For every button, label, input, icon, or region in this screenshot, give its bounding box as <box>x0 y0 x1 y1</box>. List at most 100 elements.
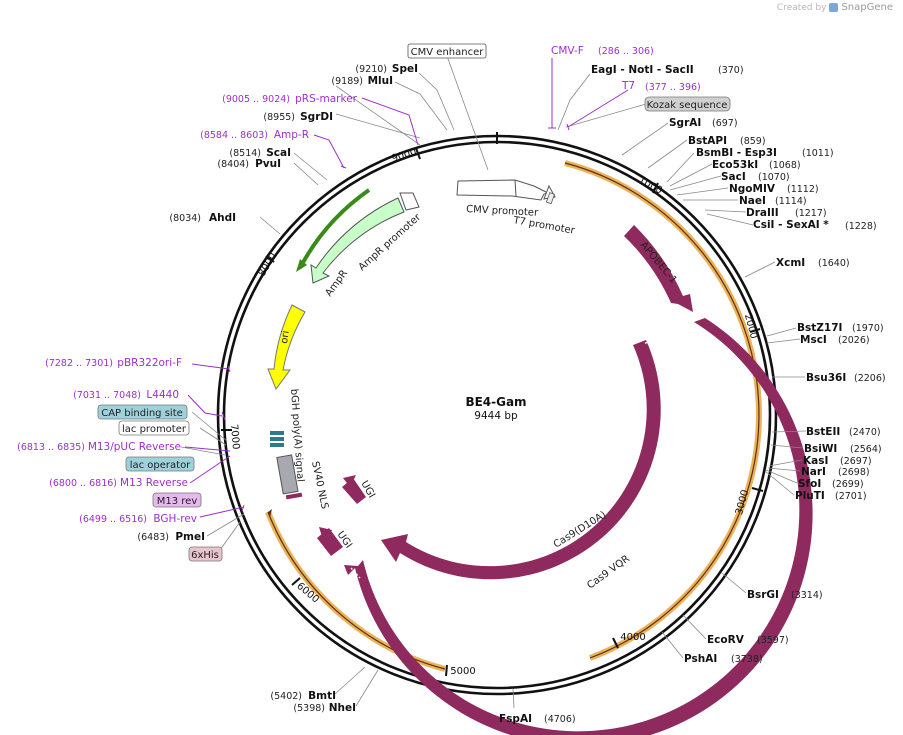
enzyme-position: (5398) <box>293 703 325 714</box>
primer-label: BGH-rev <box>153 513 197 525</box>
enzyme-label: BstEII <box>806 426 840 438</box>
enzyme-label: SpeI <box>392 63 418 75</box>
tick-label: 4000 <box>620 632 645 643</box>
enzyme-position: (1640) <box>818 258 850 269</box>
primer-position: (9005 .. 9024) <box>222 94 290 105</box>
enzyme-label: EcoRV <box>707 634 745 646</box>
enzyme-position: (1070) <box>758 172 790 183</box>
feature-label: AmpR <box>324 268 350 299</box>
enzyme-label: PluTI <box>795 490 825 502</box>
feature-label: APOBEC-1 <box>638 240 679 286</box>
credit-prefix: Created by <box>776 2 827 13</box>
enzyme-position: (2470) <box>849 427 881 438</box>
feature-ugi-inner <box>342 475 366 504</box>
plasmid-name: BE4-Gam <box>465 395 526 409</box>
feature-label: CMV promoter <box>466 204 539 219</box>
enzyme-label: ScaI <box>266 147 291 159</box>
enzyme-label: XcmI <box>776 257 805 269</box>
enzyme-label: NheI <box>329 702 356 714</box>
enzyme-position: (1114) <box>775 196 807 207</box>
enzyme-position: (2697) <box>840 456 872 467</box>
primer-position: (7282 .. 7301) <box>45 358 113 369</box>
enzyme-position: (1217) <box>795 208 827 219</box>
enzyme-position: (9210) <box>355 64 387 75</box>
enzyme-label: AhdI <box>209 212 236 224</box>
enzyme-position: (8955) <box>263 112 295 123</box>
primer-position: (377 .. 396) <box>645 82 701 93</box>
site-label: M13 rev <box>157 496 198 507</box>
primer-position: (7031 .. 7048) <box>73 390 141 401</box>
enzyme-position: (3597) <box>757 635 789 646</box>
tick-label: 5000 <box>450 666 475 677</box>
enzyme-label: PshAI <box>684 653 717 665</box>
feature-label: ori <box>279 330 292 344</box>
site-labels-right: CMV-F (286 .. 306) EagI - NotI - SacII (… <box>499 45 886 725</box>
primer-label: pRS-marker <box>295 93 358 105</box>
enzyme-label: Eco53kI <box>712 159 758 171</box>
enzyme-label: BstZ17I <box>797 322 842 334</box>
enzyme-label: NarI <box>801 466 826 478</box>
enzyme-position: (2701) <box>835 491 867 502</box>
enzyme-label: FspAI <box>499 713 532 725</box>
tick-label: 3000 <box>734 489 751 516</box>
feature-cas9-d10a <box>381 340 661 580</box>
tick-label: 8000 <box>257 251 279 279</box>
feature-cmv-promoter <box>456 179 556 205</box>
primer-label: Amp-R <box>274 129 309 141</box>
enzyme-position: (697) <box>712 118 738 129</box>
enzyme-position: (8404) <box>217 159 249 170</box>
enzyme-position: (3738) <box>731 654 763 665</box>
site-label: lac promoter <box>122 424 187 435</box>
feature-ampr <box>296 188 420 284</box>
enzyme-label: CsiI - SexAI * <box>753 219 829 231</box>
enzyme-label: SfoI <box>798 478 821 490</box>
tick-label: 9000 <box>390 146 418 164</box>
primer-position: (8584 .. 8603) <box>200 130 268 141</box>
feature-apobec-1 <box>624 225 693 312</box>
enzyme-label: SgrDI <box>300 111 333 123</box>
site-label: CAP binding site <box>101 408 183 419</box>
credit-brand: SnapGene <box>841 2 893 13</box>
enzyme-position: (6483) <box>137 532 169 543</box>
primer-label: M13/pUC Reverse <box>88 441 181 453</box>
enzyme-label: PmeI <box>175 531 205 543</box>
site-leader-lines <box>180 55 807 709</box>
enzyme-label: SacI <box>721 171 746 183</box>
enzyme-label: SgrAI <box>669 117 701 129</box>
plasmid-length: 9444 bp <box>474 410 518 422</box>
primer-position: (6800 .. 6816) <box>49 478 117 489</box>
feature-cas9-vqr <box>344 318 813 735</box>
enzyme-label: PvuI <box>255 158 281 170</box>
enzyme-position: (8034) <box>169 213 201 224</box>
enzyme-label: BsrGI <box>747 589 779 601</box>
enzyme-label: NaeI <box>739 195 766 207</box>
enzyme-label: EagI - NotI - SacII <box>591 64 694 76</box>
enzyme-position: (2026) <box>838 335 870 346</box>
site-label: 6xHis <box>191 550 219 561</box>
primer-leader-lines <box>184 58 629 518</box>
enzyme-label: MscI <box>800 334 827 346</box>
snapgene-credit: Created by SnapGene <box>777 2 893 13</box>
feature-ori <box>267 304 306 391</box>
enzyme-position: (8514) <box>229 148 261 159</box>
enzyme-label: BstAPI <box>688 135 727 147</box>
feature-label: Cas9 VQR <box>585 553 632 591</box>
site-labels-left: BmtI (5402) NheI (5398) PmeI (6483) BGH-… <box>17 63 418 714</box>
enzyme-label: BmtI <box>308 690 336 702</box>
site-label: Kozak sequence <box>647 100 728 111</box>
enzyme-position: (2206) <box>854 373 886 384</box>
enzyme-position: (1112) <box>787 184 819 195</box>
site-label: CMV enhancer <box>411 47 485 58</box>
tick-label: 7000 <box>228 424 241 450</box>
enzyme-position: (1068) <box>769 160 801 171</box>
feature-bgh-polya <box>270 431 284 447</box>
feature-label: SV40 NLS <box>309 460 330 510</box>
enzyme-position: (1970) <box>852 323 884 334</box>
site-label: lac operator <box>130 460 191 471</box>
feature-label: T7 promoter <box>511 215 576 237</box>
snapgene-logo-icon <box>829 3 839 12</box>
enzyme-label: BsmBI - Esp3I <box>696 147 777 159</box>
primer-label: M13 Reverse <box>120 477 188 489</box>
feature-sv40-nls <box>276 454 303 500</box>
